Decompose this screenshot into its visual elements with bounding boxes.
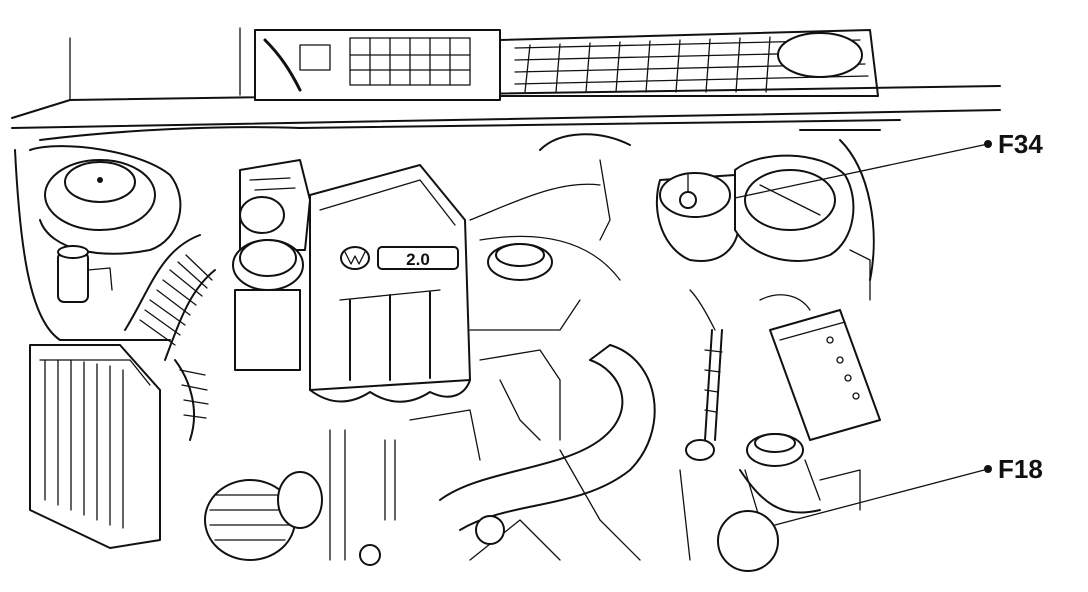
callout-f18-dot (984, 465, 992, 473)
throttle-body (232, 159, 311, 371)
coolant-hose (439, 344, 656, 531)
air-intake-hose (124, 234, 216, 441)
left-strut-tower (14, 145, 182, 341)
ignition-lead (685, 289, 723, 461)
relay-box (254, 29, 501, 101)
callout-f34-label: F34 (998, 129, 1043, 159)
washer-reservoir (57, 245, 113, 303)
coolant-expansion-tank (655, 172, 741, 262)
vw-logo-icon (340, 246, 370, 270)
cowl-panel (11, 27, 1001, 141)
lower-right-structure (679, 469, 861, 561)
callout-f34: F34 (734, 129, 1043, 199)
right-strut-area (799, 129, 881, 301)
power-steering-cap (744, 433, 821, 521)
engine-bay-wiring (329, 133, 641, 566)
air-filter-housing (29, 344, 161, 549)
callout-f18-label: F18 (998, 454, 1043, 484)
battery (759, 294, 881, 441)
wiper-cowl-strip (499, 29, 879, 97)
callout-f34-dot (984, 140, 992, 148)
brake-fluid-reservoir (734, 154, 855, 262)
displacement-badge-text: 2.0 (406, 250, 430, 269)
engine-cover: 2.0 (309, 164, 471, 403)
f18-component-circle (717, 510, 779, 572)
alternator (204, 471, 323, 561)
callout-f18: F18 (717, 454, 1043, 572)
displacement-badge: 2.0 (377, 246, 459, 270)
oil-filler-cap (487, 243, 553, 281)
